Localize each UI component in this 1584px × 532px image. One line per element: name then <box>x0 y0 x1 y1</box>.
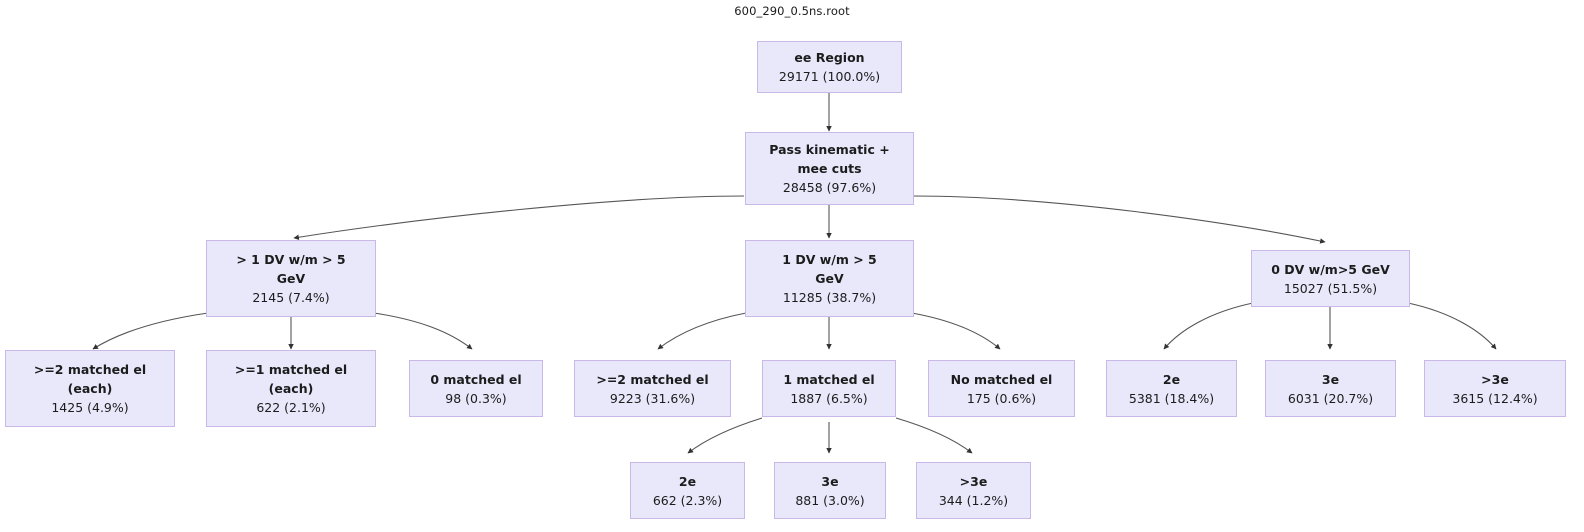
node-label: No matched el <box>950 371 1053 387</box>
node-label: >=2 matched el <box>596 371 709 387</box>
node-count: 5381 (18.4%) <box>1128 390 1215 406</box>
node-label: 0 DV w/m>5 GeV <box>1271 261 1390 277</box>
node-count: 9223 (31.6%) <box>609 390 696 406</box>
node-count: 175 (0.6%) <box>966 390 1037 406</box>
node-ee-region[interactable]: ee Region 29171 (100.0%) <box>757 41 902 93</box>
node-count: 622 (2.1%) <box>256 400 326 415</box>
node-0-matched-el[interactable]: 0 matched el 98 (0.3%) <box>409 360 543 417</box>
node-1-dv[interactable]: 1 DV w/m > 5 GeV 11285 (38.7%) <box>745 240 914 317</box>
node-ge2-matched-el-each[interactable]: >=2 matched el (each) 1425 (4.9%) <box>5 350 175 427</box>
node-1matched-3e[interactable]: 3e 881 (3.0%) <box>774 462 886 519</box>
node-label: 2e <box>678 473 697 489</box>
node-count: 662 (2.3%) <box>652 492 723 508</box>
node-count: 11285 (38.7%) <box>782 290 877 305</box>
node-count: 98 (0.3%) <box>445 390 507 406</box>
node-0dv-gt3e[interactable]: >3e 3615 (12.4%) <box>1424 360 1566 417</box>
node-no-matched-el[interactable]: No matched el 175 (0.6%) <box>928 360 1075 417</box>
node-0dv-3e[interactable]: 3e 6031 (20.7%) <box>1265 360 1396 417</box>
node-label: >=1 matched el (each) <box>234 362 348 396</box>
node-count: 2145 (7.4%) <box>252 290 330 305</box>
node-1-matched-el[interactable]: 1 matched el 1887 (6.5%) <box>762 360 896 417</box>
node-label: 1 DV w/m > 5 GeV <box>782 252 877 286</box>
node-label: 1 matched el <box>783 371 875 387</box>
node-label: >3e <box>1481 371 1509 387</box>
node-label: 3e <box>1321 371 1340 387</box>
node-label: >3e <box>959 473 988 489</box>
node-count: 6031 (20.7%) <box>1287 390 1374 406</box>
node-ge1-matched-el-each[interactable]: >=1 matched el (each) 622 (2.1%) <box>206 350 376 427</box>
node-count: 1425 (4.9%) <box>51 400 129 415</box>
node-0-dv[interactable]: 0 DV w/m>5 GeV 15027 (51.5%) <box>1251 250 1410 307</box>
node-1matched-2e[interactable]: 2e 662 (2.3%) <box>630 462 745 519</box>
node-count: 881 (3.0%) <box>795 492 865 508</box>
node-count: 28458 (97.6%) <box>782 180 877 195</box>
graph-title: 600_290_0.5ns.root <box>734 4 850 18</box>
node-0dv-2e[interactable]: 2e 5381 (18.4%) <box>1106 360 1237 417</box>
node-count: 344 (1.2%) <box>938 492 1009 508</box>
node-1matched-gt3e[interactable]: >3e 344 (1.2%) <box>916 462 1031 519</box>
node-pass-kinematic-mee-cuts[interactable]: Pass kinematic + mee cuts 28458 (97.6%) <box>745 132 914 205</box>
node-label: 3e <box>821 473 839 489</box>
node-count: 1887 (6.5%) <box>790 390 868 406</box>
node-label: ee Region <box>794 50 865 65</box>
node-label: >=2 matched el (each) <box>33 362 147 396</box>
node-label: 0 matched el <box>430 371 522 387</box>
node-gt1-dv[interactable]: > 1 DV w/m > 5 GeV 2145 (7.4%) <box>206 240 376 317</box>
node-count: 3615 (12.4%) <box>1452 390 1538 406</box>
node-count: 29171 (100.0%) <box>778 69 881 84</box>
node-label: 2e <box>1162 371 1181 387</box>
node-ge2-matched-el[interactable]: >=2 matched el 9223 (31.6%) <box>574 360 731 417</box>
node-count: 15027 (51.5%) <box>1283 280 1378 296</box>
node-label: > 1 DV w/m > 5 GeV <box>236 252 346 286</box>
node-label: Pass kinematic + mee cuts <box>769 142 890 176</box>
